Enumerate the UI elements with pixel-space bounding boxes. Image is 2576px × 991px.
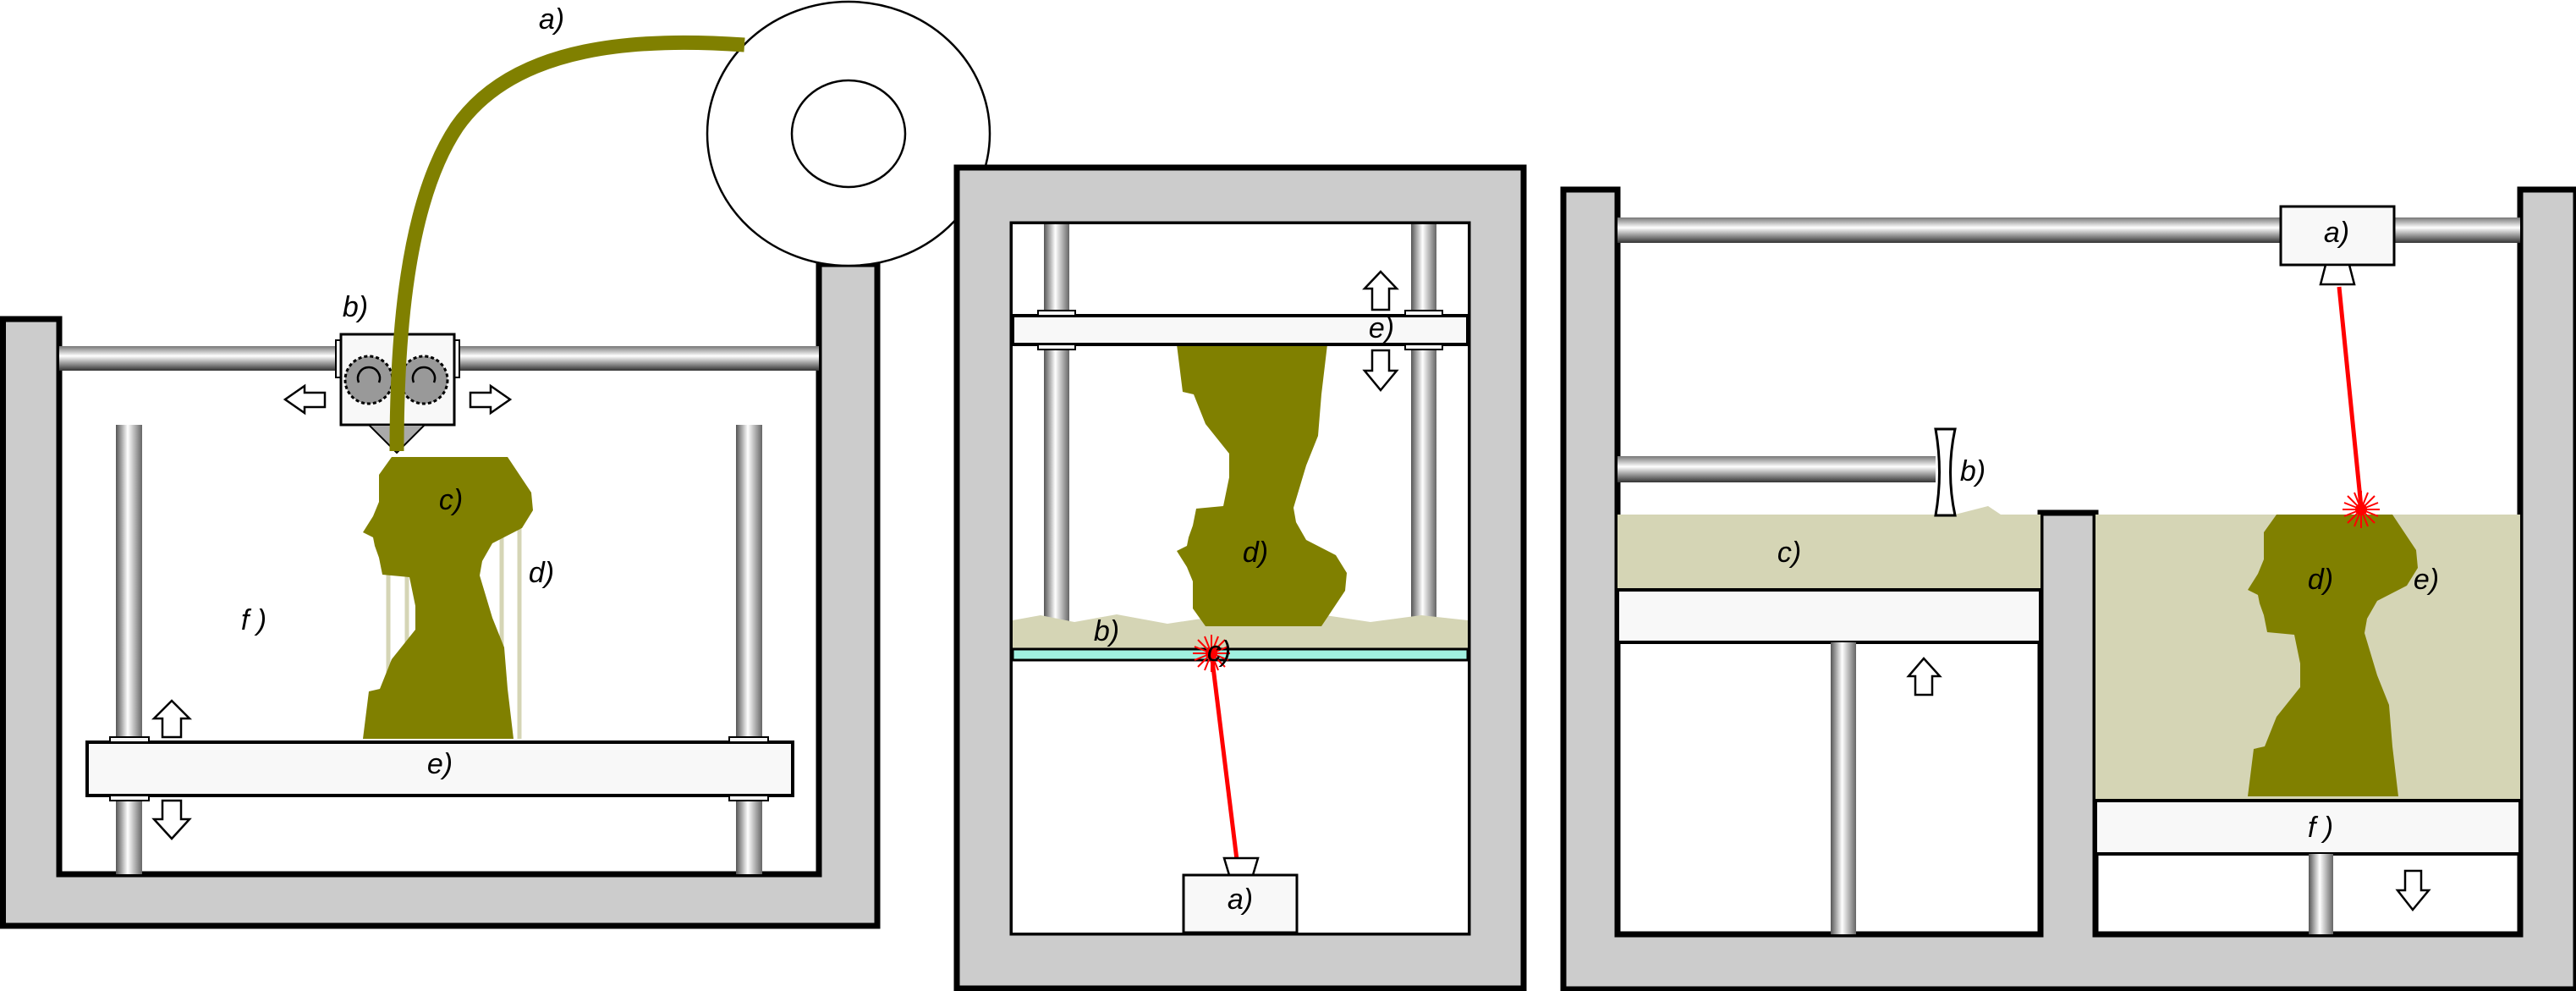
arrow-up-icon xyxy=(1906,657,1942,696)
laser-beam xyxy=(2337,286,2364,508)
fdm-left-rod xyxy=(116,425,142,874)
fdm-build-platform xyxy=(85,740,794,797)
roller-rail xyxy=(1618,456,1936,482)
laser-source xyxy=(1182,856,1299,934)
supply-piston-rod xyxy=(1831,642,1856,934)
label-b: b) xyxy=(343,291,368,323)
label-b: b) xyxy=(1960,455,1986,487)
label-a: a) xyxy=(2324,217,2349,249)
label-f: f ) xyxy=(241,604,266,636)
sla-build-platform xyxy=(1011,314,1469,346)
fdm-right-rod xyxy=(736,425,762,874)
label-c: c) xyxy=(1207,636,1231,668)
resin xyxy=(1013,614,1468,649)
sla-left-rod xyxy=(1044,224,1069,649)
glass-window xyxy=(1011,647,1469,662)
label-d: d) xyxy=(2308,564,2333,596)
label-e: e) xyxy=(2414,564,2439,596)
label-e: e) xyxy=(1369,312,1394,344)
filament xyxy=(389,35,745,452)
sls-frame xyxy=(1560,186,2576,991)
laser-beam xyxy=(1209,652,1239,861)
laser-spot-icon xyxy=(2342,490,2381,529)
filament-spool xyxy=(706,0,991,267)
build-piston-rod xyxy=(2309,854,2333,934)
label-d: d) xyxy=(1243,537,1268,569)
arrow-down-icon xyxy=(1362,349,1399,392)
sls-panel: a) b) c) d) e) f ) xyxy=(1560,186,2576,991)
label-e: e) xyxy=(427,748,453,780)
fdm-panel: a) b) c) d) e) f ) xyxy=(0,0,991,929)
arrow-right-icon xyxy=(469,383,513,416)
arrow-up-icon xyxy=(1362,270,1399,311)
label-c: c) xyxy=(439,484,463,516)
label-a: a) xyxy=(1228,884,1253,916)
roller xyxy=(1934,427,1957,517)
arrow-down-icon xyxy=(2395,869,2431,911)
label-d: d) xyxy=(529,557,554,589)
fdm-frame xyxy=(0,261,881,929)
sla-panel: a) b) c) d) e) xyxy=(953,164,1527,991)
build-piston xyxy=(2094,799,2522,856)
powder-supply xyxy=(1618,515,2040,590)
arrow-up-icon xyxy=(151,699,193,739)
sla-right-rod xyxy=(1411,224,1436,649)
label-a: a) xyxy=(539,3,564,36)
label-f: f ) xyxy=(2308,812,2333,844)
arrow-down-icon xyxy=(151,799,192,840)
label-c: c) xyxy=(1777,537,1801,569)
supply-piston xyxy=(1616,588,2042,644)
arrow-left-icon xyxy=(283,383,327,416)
gear-icon xyxy=(343,355,394,405)
label-b: b) xyxy=(1094,615,1119,647)
gear-icon xyxy=(398,355,449,405)
laser-source xyxy=(2279,205,2396,286)
